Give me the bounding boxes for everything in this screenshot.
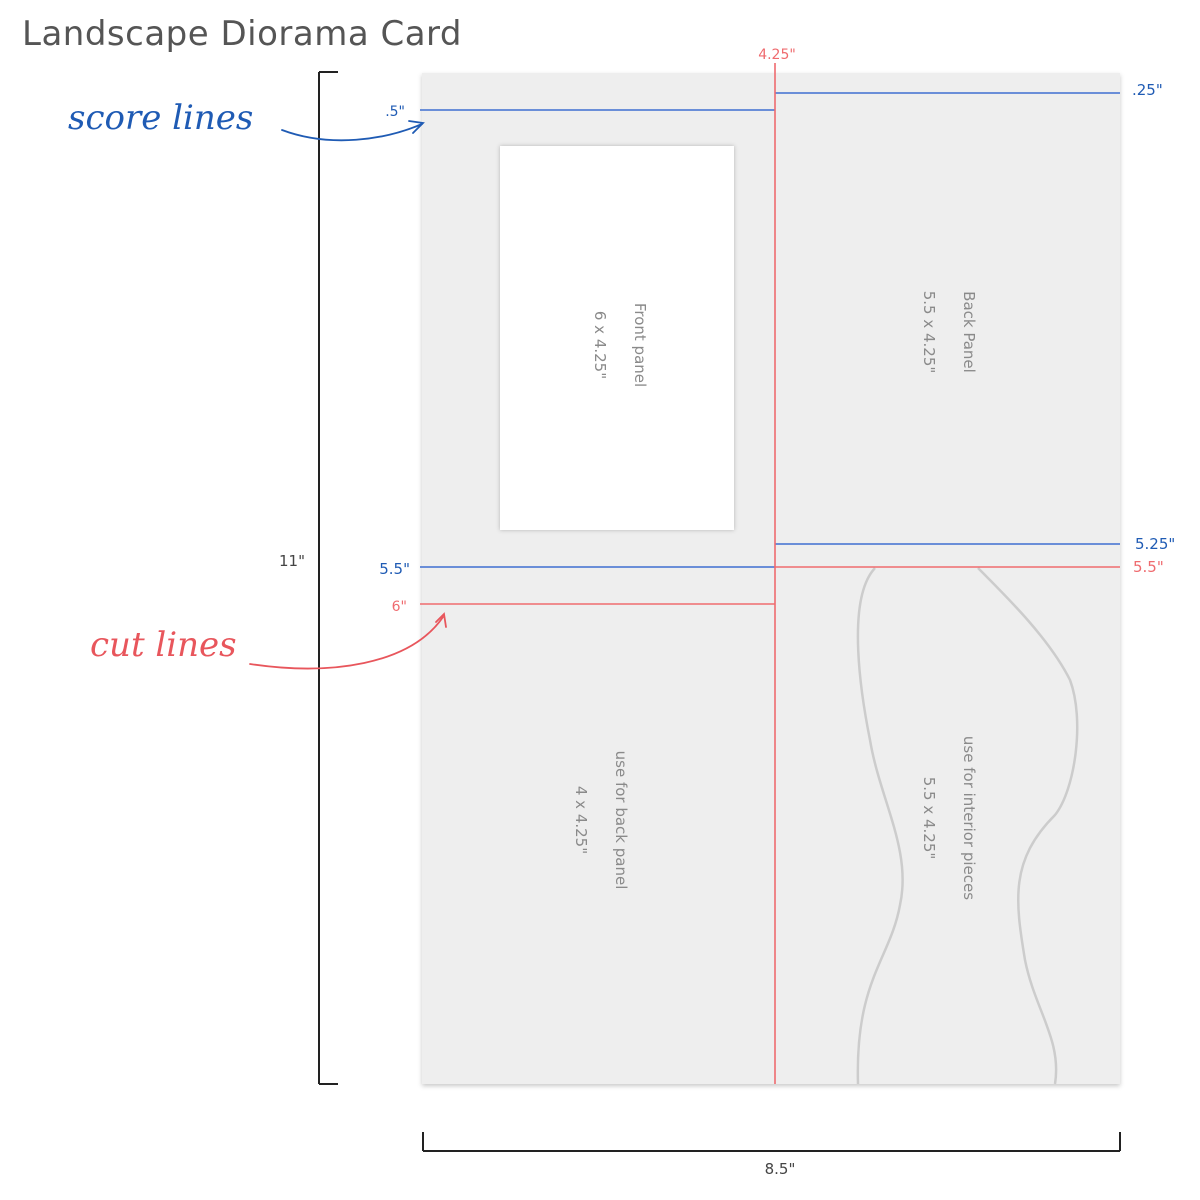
- score-label-0-5: .5": [385, 104, 405, 120]
- interior-pieces-title: use for interior pieces: [960, 736, 978, 900]
- score-label-0-25: .25": [1132, 81, 1163, 99]
- score-label-5-25: 5.25": [1135, 535, 1175, 553]
- back-panel-label: Back Panel 5.5 x 4.25": [920, 291, 978, 374]
- height-label: 11": [279, 552, 305, 570]
- diagram-title: Landscape Diorama Card: [22, 14, 463, 54]
- front-panel-size: 6 x 4.25": [591, 311, 609, 379]
- back-use-title: use for back panel: [612, 751, 630, 890]
- back-use-label: use for back panel 4 x 4.25": [572, 751, 630, 890]
- front-panel-label: Front panel 6 x 4.25": [591, 303, 649, 387]
- score-lines-annotation: score lines: [68, 98, 254, 138]
- interior-pieces-label: use for interior pieces 5.5 x 4.25": [920, 736, 978, 900]
- interior-pieces-size: 5.5 x 4.25": [920, 777, 938, 860]
- width-label: 8.5": [765, 1160, 796, 1178]
- score-label-5-5-left: 5.5": [379, 560, 410, 578]
- score-lines-arrow: [281, 120, 425, 142]
- height-bracket: [318, 71, 338, 1085]
- interior-piece-outline: [856, 567, 1079, 1085]
- back-panel-size: 5.5 x 4.25": [920, 291, 938, 374]
- cut-label-4-25: 4.25": [758, 47, 796, 63]
- back-use-size: 4 x 4.25": [572, 786, 590, 854]
- front-panel-title: Front panel: [631, 303, 649, 387]
- cut-lines-arrow: [249, 612, 447, 670]
- width-bracket: [422, 1132, 1121, 1152]
- back-panel-title: Back Panel: [960, 291, 978, 373]
- cut-label-6: 6": [392, 599, 407, 615]
- score-lines: [420, 92, 1120, 568]
- cut-lines: [420, 63, 1120, 1084]
- cut-label-5-5-right: 5.5": [1133, 558, 1164, 576]
- cut-lines-annotation: cut lines: [90, 625, 237, 665]
- front-panel-window: [500, 146, 734, 530]
